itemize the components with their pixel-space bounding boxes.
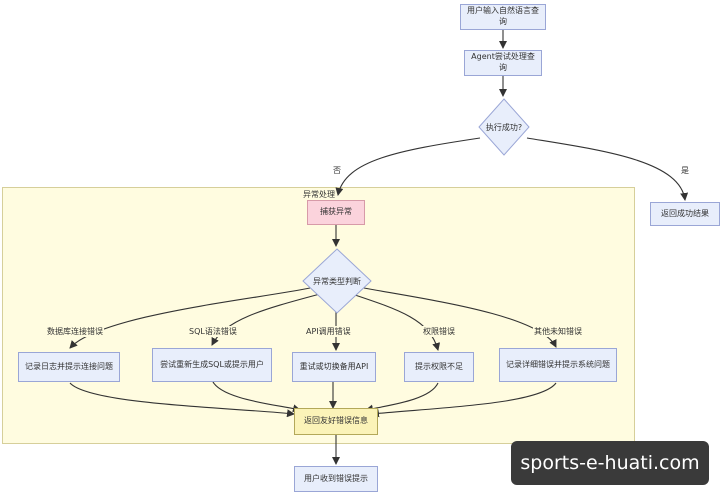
node-return-friendly[interactable]: 返回友好错误信息 bbox=[294, 408, 378, 435]
decision-exception-type[interactable]: 异常类型判断 bbox=[302, 248, 372, 314]
node-user-receive[interactable]: 用户收到错误提示 bbox=[294, 466, 378, 492]
diamond-shape bbox=[478, 98, 530, 156]
edge-label-api-call: API调用错误 bbox=[305, 326, 352, 337]
node-catch-exception[interactable]: 捕获异常 bbox=[307, 200, 365, 225]
edge-label-yes: 是 bbox=[680, 165, 690, 176]
node-log-detail[interactable]: 记录详细错误并提示系统问题 bbox=[499, 348, 617, 382]
edge-label-no: 否 bbox=[332, 165, 342, 176]
group-label: 异常处理 bbox=[303, 190, 335, 199]
diamond-shape bbox=[302, 248, 372, 314]
exception-handling-group bbox=[2, 187, 635, 444]
node-log-conn[interactable]: 记录日志并提示连接问题 bbox=[18, 352, 120, 382]
node-perm-denied[interactable]: 提示权限不足 bbox=[404, 352, 474, 382]
edge-label-unknown: 其他未知错误 bbox=[533, 326, 583, 337]
edge-label-db-conn: 数据库连接错误 bbox=[46, 326, 104, 337]
edge-label-sql-syntax: SQL语法错误 bbox=[188, 326, 238, 337]
edge-label-permission: 权限错误 bbox=[422, 326, 456, 337]
decision-label: 执行成功? bbox=[485, 122, 523, 132]
decision-label: 异常类型判断 bbox=[313, 276, 361, 286]
node-regen-sql[interactable]: 尝试重新生成SQL或提示用户 bbox=[152, 348, 272, 382]
decision-exec-success[interactable]: 执行成功? bbox=[478, 98, 530, 156]
watermark-badge: sports-e-huati.com bbox=[511, 441, 709, 485]
node-agent-try[interactable]: Agent尝试处理查询 bbox=[464, 50, 542, 76]
node-user-input[interactable]: 用户输入自然语言查询 bbox=[460, 4, 546, 30]
node-return-result[interactable]: 返回成功结果 bbox=[650, 202, 720, 226]
node-retry-api[interactable]: 重试或切换备用API bbox=[292, 352, 376, 382]
